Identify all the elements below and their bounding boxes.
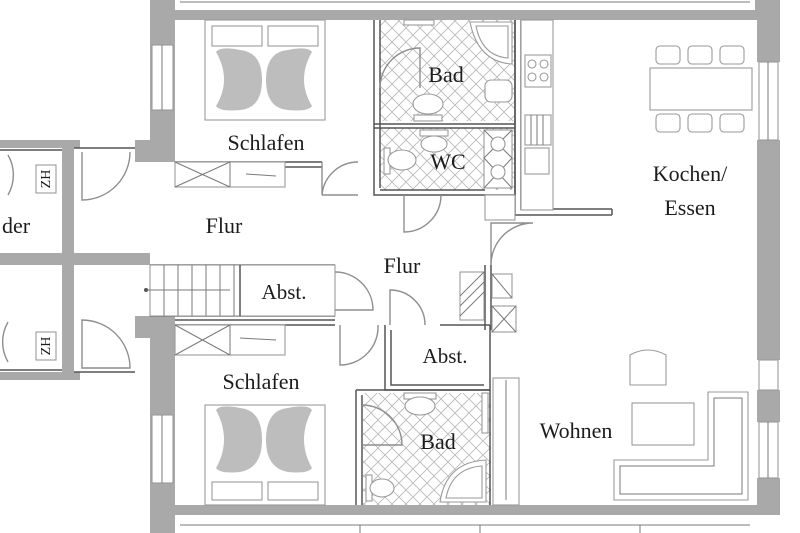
bed-top [174,19,326,188]
left-unit-fixtures [35,164,57,361]
room-label-flur-left: Flur [206,213,243,238]
room-label-cut-left: der [2,213,31,238]
room-label-bad-top: Bad [428,62,463,87]
doors [1,47,534,446]
living-furniture [492,349,749,506]
room-label-wohnen: Wohnen [540,418,613,443]
room-label-schlafen-top: Schlafen [228,130,305,155]
room-label-schlafen-bottom: Schlafen [223,369,300,394]
room-label-kochen: Kochen/ [653,161,728,186]
room-label-essen: Essen [664,195,715,220]
room-label-bad-bottom: Bad [420,429,455,454]
room-labels: Schlafen Bad WC Kochen/ Essen Flur Flur … [2,62,728,454]
room-label-wc: WC [430,149,465,174]
room-label-flur-center: Flur [384,253,421,278]
zh-marker-bottom: ZH [39,337,54,356]
shaft-elements [459,271,517,333]
zh-marker-top: ZH [39,170,54,189]
room-label-abst-right: Abst. [423,344,468,368]
staircase [144,264,336,317]
windows [151,1,779,533]
kitchen-fittings [520,19,753,211]
bed-bottom [174,324,326,506]
sanitary-bottom [365,392,489,503]
sanitary-top [383,19,513,189]
room-label-abst-left: Abst. [262,280,307,304]
